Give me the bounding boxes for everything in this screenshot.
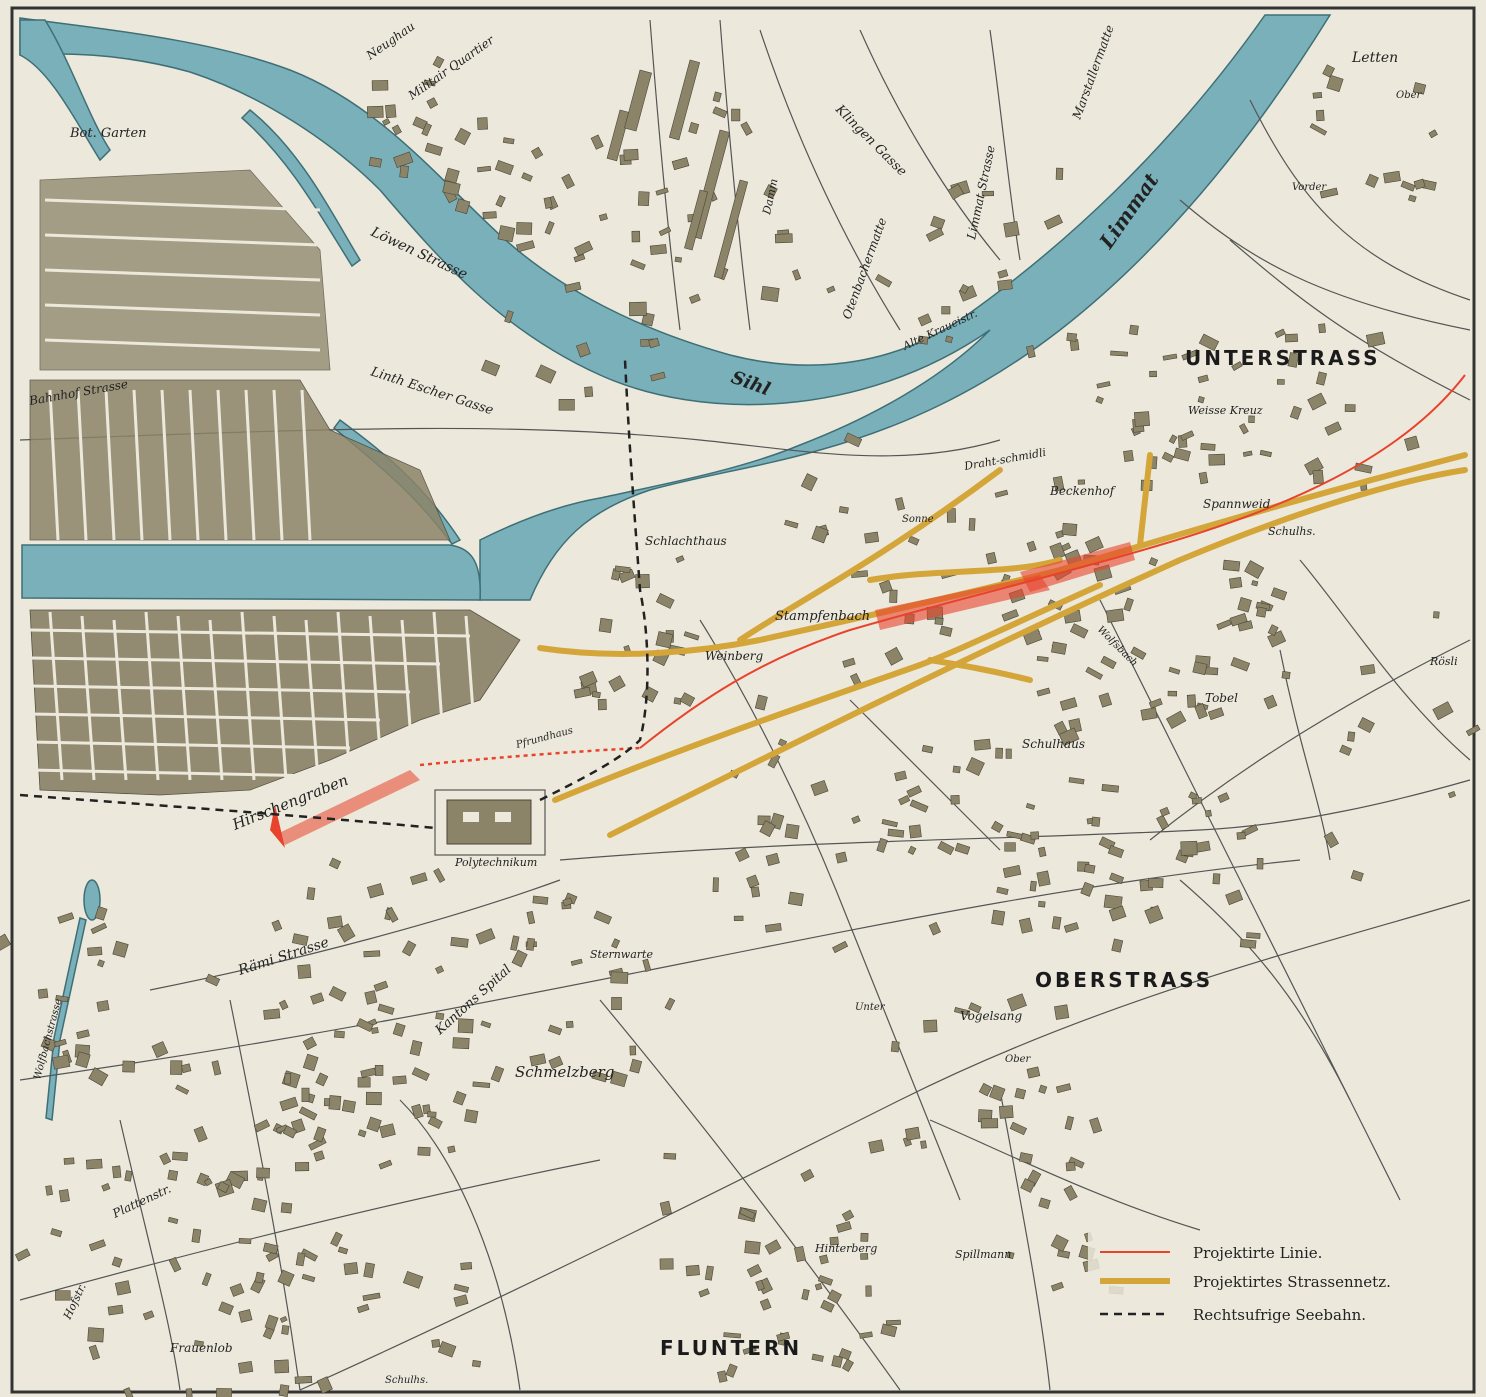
legend-label: Projektirte Linie. bbox=[1193, 1244, 1322, 1262]
map-border bbox=[10, 6, 1476, 1394]
label-schulhs-1: Schulhs. bbox=[1268, 525, 1316, 538]
label-vorder: Vorder bbox=[1292, 182, 1327, 193]
label-schmelzberg: Schmelzberg bbox=[515, 1063, 614, 1081]
legend-item-railway: Rechtsufrige Seebahn. bbox=[1100, 1306, 1366, 1324]
label-stampfenbach: Stampfenbach bbox=[775, 609, 870, 624]
old-town-streets bbox=[29, 198, 480, 781]
label-polytechnikum: Polytechnikum bbox=[454, 856, 537, 869]
label-sternwarte: Sternwarte bbox=[590, 948, 653, 961]
buildings-layer bbox=[0, 55, 1481, 1397]
schanzengraben-channel bbox=[19, 19, 111, 162]
pond bbox=[83, 879, 101, 921]
legend-item-projected-line: Projektirte Linie. bbox=[1100, 1244, 1322, 1262]
label-schlachthaus: Schlachthaus bbox=[645, 534, 727, 548]
label-ober: Ober bbox=[1396, 90, 1423, 101]
label-ober-2: Ober bbox=[1005, 1054, 1032, 1065]
label-vogelsang: Vogelsang bbox=[960, 1009, 1022, 1023]
label-spillmann: Spillmann bbox=[955, 1248, 1011, 1261]
legend-label: Rechtsufrige Seebahn. bbox=[1193, 1306, 1366, 1324]
district-oberstrass: OBERSTRASS bbox=[1035, 968, 1213, 992]
label-frauenlob: Frauenlob bbox=[169, 1341, 233, 1355]
wolfbach-stream bbox=[45, 917, 87, 1122]
label-rosli: Rösli bbox=[1429, 655, 1458, 668]
label-bot-garten: Bot. Garten bbox=[69, 126, 147, 141]
label-sonne: Sonne bbox=[902, 514, 934, 525]
label-weinberg: Weinberg bbox=[705, 649, 764, 663]
projected-line bbox=[270, 374, 1466, 848]
polytechnikum-building bbox=[434, 789, 546, 856]
legend-item-projected-roads: Projektirtes Strassennetz. bbox=[1100, 1273, 1391, 1291]
label-weisse-kreuz: Weisse Kreuz bbox=[1188, 404, 1263, 417]
limmat-river bbox=[19, 14, 1332, 601]
district-fluntern: FLUNTERN bbox=[660, 1336, 802, 1360]
label-letten: Letten bbox=[1351, 50, 1398, 66]
legend: Projektirte Linie. Projektirtes Strassen… bbox=[1088, 1232, 1433, 1332]
railway-seebahn bbox=[19, 359, 649, 830]
label-unter: Unter bbox=[855, 1002, 886, 1013]
label-schulhs-2: Schulhs. bbox=[385, 1375, 428, 1386]
legend-label: Projektirtes Strassennetz. bbox=[1193, 1273, 1391, 1291]
label-schulhaus: Schulhaus bbox=[1022, 737, 1085, 751]
sihl-canal bbox=[240, 108, 361, 268]
label-tobel: Tobel bbox=[1205, 691, 1238, 705]
label-hinterberg: Hinterberg bbox=[814, 1242, 877, 1255]
label-beckenhof: Beckenhof bbox=[1049, 484, 1117, 498]
district-unterstrass: UNTERSTRASS bbox=[1185, 346, 1381, 370]
road-network bbox=[19, 19, 1471, 1391]
lake-basin bbox=[21, 544, 481, 601]
label-spannweid: Spannweid bbox=[1203, 497, 1271, 511]
